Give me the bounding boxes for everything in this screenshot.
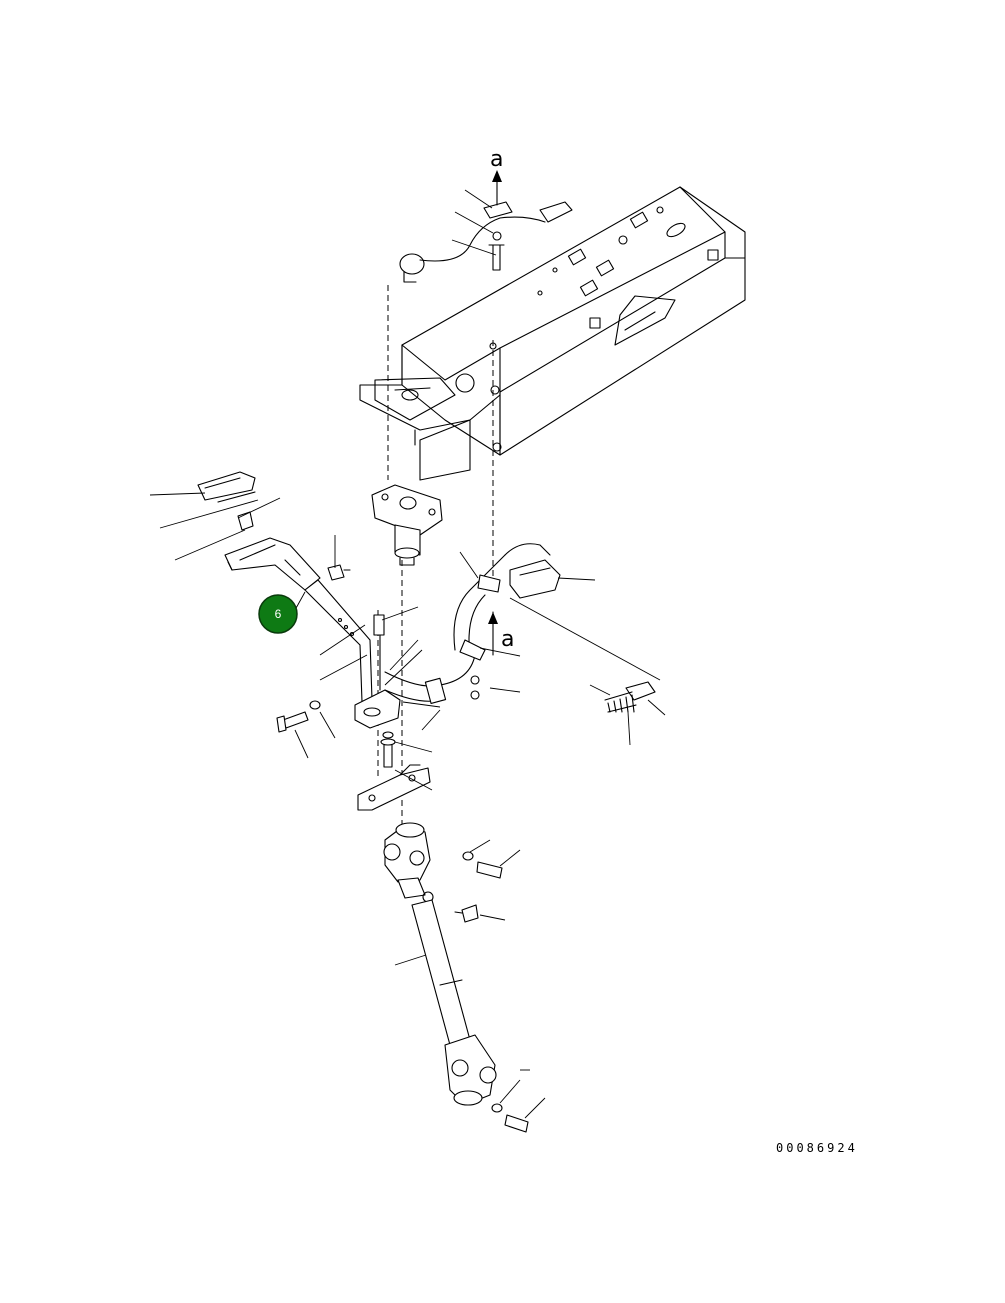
drawing-code: 00086924: [776, 1141, 858, 1155]
leader-lines: [149, 189, 666, 1119]
lever-handle: [197, 471, 373, 703]
view-arrow-a-top: a: [490, 147, 503, 206]
view-label-mid: a: [501, 627, 514, 652]
callout-6-number: 6: [275, 607, 282, 621]
callout-6[interactable]: 6: [258, 594, 298, 634]
view-label-top: a: [490, 147, 503, 172]
mount-bracket: [357, 764, 431, 811]
bolts-washers: [276, 700, 396, 768]
callout-6-circle[interactable]: [258, 594, 298, 634]
sensor-cable: [399, 201, 573, 283]
pivot-plate: [371, 484, 443, 566]
connector-detail: [604, 681, 656, 713]
frame-bracket: [359, 186, 746, 481]
view-arrow-a-mid: a: [488, 611, 514, 656]
steering-shaft: [383, 822, 529, 1133]
lever-bracket: [354, 543, 561, 729]
